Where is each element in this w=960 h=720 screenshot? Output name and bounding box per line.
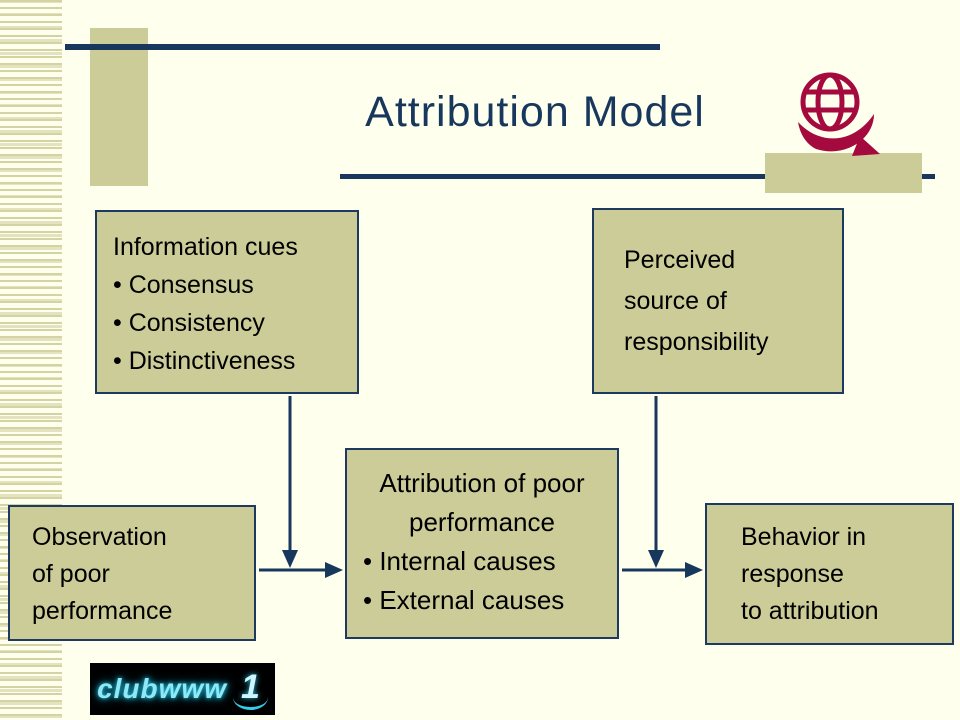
- arrowhead-right: [325, 562, 343, 578]
- top-rule: [65, 44, 660, 50]
- perceived-source-box: Perceived source of responsibility: [592, 208, 844, 394]
- arrowhead-right: [685, 562, 703, 578]
- title-underline-rule: [340, 174, 935, 179]
- clubwww-logo: clubwww 1: [90, 663, 275, 715]
- clubwww-logo-number: 1: [232, 668, 268, 710]
- box-line: • Distinctiveness: [113, 347, 296, 375]
- box-line: • Consistency: [113, 309, 265, 337]
- box-line: response: [741, 560, 844, 588]
- tan-accent-rect-top: [90, 28, 148, 186]
- box-line: • Internal causes: [363, 546, 556, 576]
- behavior-box: Behavior in response to attribution: [705, 503, 954, 645]
- attribution-box: Attribution of poor performance • Intern…: [345, 448, 619, 639]
- clubwww-logo-text: clubwww: [97, 673, 227, 704]
- information-cues-box: Information cues • Consensus • Consisten…: [95, 210, 359, 394]
- box-line: Observation: [32, 523, 167, 551]
- observation-box: Observation of poor performance: [8, 505, 256, 641]
- box-line: Perceived: [624, 246, 736, 274]
- tan-accent-rect-right: [765, 153, 922, 193]
- box-line: Information cues: [113, 233, 298, 261]
- box-line: source of: [624, 287, 727, 315]
- swoosh-shape: [798, 114, 874, 152]
- box-line: of poor: [32, 560, 110, 588]
- slide-title: Attribution Model: [365, 88, 705, 136]
- box-line: Behavior in: [741, 523, 867, 551]
- box-line: performance: [409, 507, 555, 537]
- box-line: responsibility: [624, 328, 769, 356]
- arrowhead-down: [282, 550, 298, 568]
- box-line: • Consensus: [113, 271, 254, 299]
- arrowhead-down: [648, 550, 664, 568]
- box-line: Attribution of poor: [379, 468, 585, 498]
- box-line: to attribution: [741, 597, 879, 625]
- box-line: • External causes: [363, 585, 565, 615]
- pennant-shape: [852, 136, 880, 156]
- box-line: performance: [32, 597, 173, 625]
- globe-swoosh-icon: [798, 72, 880, 156]
